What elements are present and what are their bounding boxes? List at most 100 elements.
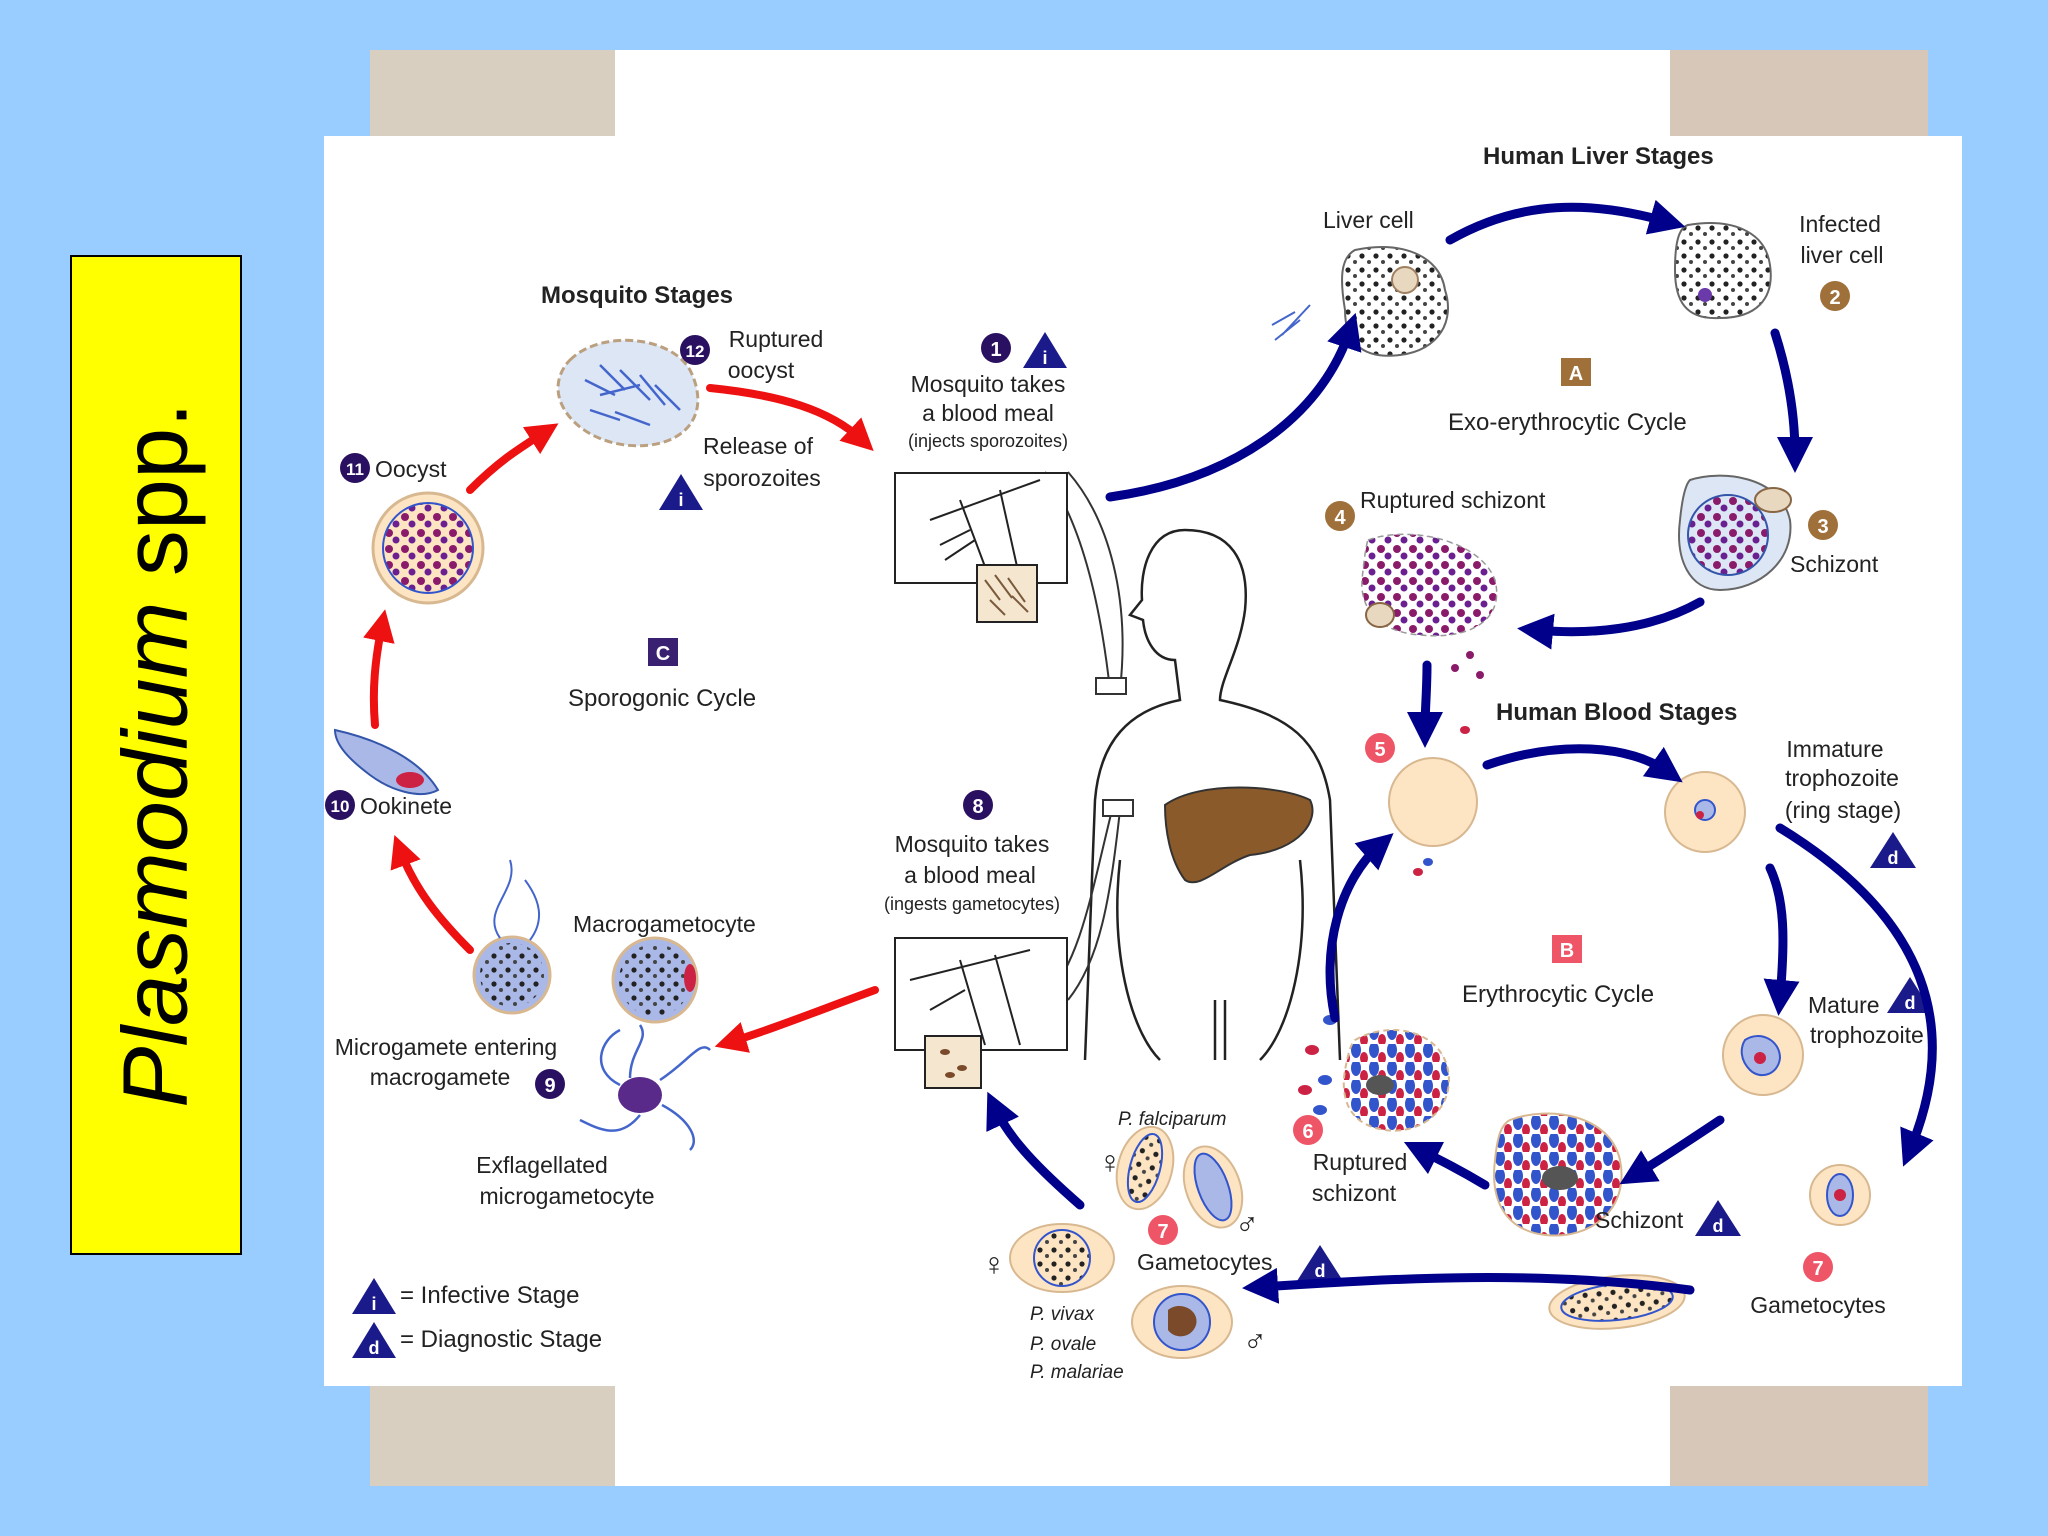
arrow-gametocytes-to-8 bbox=[986, 1091, 1085, 1210]
svg-text:B: B bbox=[1560, 940, 1574, 962]
arrow-rbc-to-immature bbox=[1482, 744, 1683, 783]
svg-text:d: d bbox=[369, 1338, 380, 1358]
arrow-ruptured-to-rbc-b bbox=[1325, 833, 1394, 1023]
svg-text:Schizont: Schizont bbox=[1790, 551, 1879, 577]
svg-text:trophozoite: trophozoite bbox=[1785, 765, 1899, 791]
infective-stage-icon bbox=[352, 1278, 396, 1314]
svg-text:Ookinete: Ookinete bbox=[360, 793, 452, 819]
arrow-liver-to-infected bbox=[1445, 199, 1686, 245]
red-arrows bbox=[363, 384, 879, 1053]
oocyst: 11 Oocyst bbox=[340, 453, 485, 605]
liver-ruptured-schizont: 4 Ruptured schizont bbox=[1325, 487, 1546, 679]
species-ovale: P. ovale bbox=[1030, 1334, 1096, 1355]
svg-text:C: C bbox=[656, 643, 670, 665]
svg-text:12: 12 bbox=[686, 342, 705, 361]
svg-text:trophozoite: trophozoite bbox=[1810, 1022, 1924, 1048]
svg-text:Ruptured: Ruptured bbox=[1313, 1149, 1408, 1175]
svg-text:i: i bbox=[1042, 348, 1047, 368]
svg-text:liver cell: liver cell bbox=[1800, 242, 1883, 268]
svg-text:d: d bbox=[1888, 848, 1899, 868]
svg-text:7: 7 bbox=[1157, 1221, 1168, 1243]
svg-text:a blood meal: a blood meal bbox=[904, 862, 1036, 888]
svg-text:Schizont: Schizont bbox=[1595, 1207, 1684, 1233]
svg-text:9: 9 bbox=[544, 1075, 555, 1097]
arrow-schizont-to-ruptured bbox=[1517, 597, 1705, 650]
svg-text:6: 6 bbox=[1302, 1121, 1313, 1143]
svg-text:Immature: Immature bbox=[1786, 736, 1883, 762]
sporogonic-cycle-label: Sporogonic Cycle bbox=[568, 685, 756, 712]
svg-text:microgametocyte: microgametocyte bbox=[479, 1183, 654, 1209]
male-symbol-vivax: ♂ bbox=[1243, 1323, 1267, 1359]
species-vivax: P. vivax bbox=[1030, 1304, 1096, 1325]
exo-erythrocytic-cycle-label: Exo-erythrocytic Cycle bbox=[1448, 409, 1687, 436]
title-box: Plasmodium spp. bbox=[70, 255, 242, 1255]
svg-text:Gametocytes: Gametocytes bbox=[1137, 1249, 1273, 1275]
legend-diagnostic-stage: = Diagnostic Stage bbox=[400, 1326, 602, 1353]
cycle-b-label: B Erythrocytic Cycle bbox=[1462, 935, 1654, 1008]
microgamete-entering: Microgamete entering macrogamete 9 bbox=[335, 859, 565, 1099]
svg-text:(ring stage): (ring stage) bbox=[1785, 797, 1901, 823]
blue-arrows bbox=[986, 199, 1937, 1304]
macrogametocyte: Macrogametocyte bbox=[573, 911, 756, 1024]
liver-schizont: 3 Schizont bbox=[1678, 474, 1879, 592]
heading-liver-stages: Human Liver Stages bbox=[1483, 143, 1714, 170]
infected-liver-cell: Infected liver cell 2 bbox=[1673, 211, 1884, 320]
svg-text:7: 7 bbox=[1812, 1258, 1823, 1280]
liver-cell: Liver cell bbox=[1271, 207, 1449, 357]
arrow-immature-to-gametocyte bbox=[1775, 823, 1937, 1167]
arrow-infected-to-schizont bbox=[1770, 328, 1813, 473]
erythrocytic-cycle-label: Erythrocytic Cycle bbox=[1462, 981, 1654, 1008]
arrow-ruptured-to-rbc bbox=[1407, 660, 1444, 748]
step-1: 1 i Mosquito takes a blood meal (injects… bbox=[894, 332, 1068, 623]
bite-site-2 bbox=[1102, 799, 1134, 817]
svg-text:i: i bbox=[371, 1294, 376, 1314]
svg-text:d: d bbox=[1905, 993, 1916, 1013]
arrow-oocyst-to-ruptured bbox=[466, 423, 559, 494]
svg-text:3: 3 bbox=[1817, 516, 1828, 538]
svg-text:4: 4 bbox=[1334, 507, 1346, 529]
rbc-step-5: 5 bbox=[1365, 726, 1478, 876]
exflagellated-microgametocyte: Exflagellated microgametocyte bbox=[476, 1024, 711, 1209]
svg-text:macrogamete: macrogamete bbox=[370, 1064, 511, 1090]
legend: i = Infective Stage d = Diagnostic Stage bbox=[352, 1278, 602, 1358]
gametocyte-inset bbox=[924, 1035, 982, 1089]
arrow-8-to-gametes bbox=[714, 986, 879, 1053]
svg-text:Mosquito takes: Mosquito takes bbox=[895, 831, 1050, 857]
svg-text:2: 2 bbox=[1829, 287, 1840, 309]
svg-text:10: 10 bbox=[331, 797, 350, 816]
svg-text:d: d bbox=[1713, 1216, 1724, 1236]
arrow-9-to-ookinete bbox=[390, 835, 474, 954]
svg-text:oocyst: oocyst bbox=[728, 357, 795, 383]
svg-text:(ingests gametocytes): (ingests gametocytes) bbox=[884, 894, 1060, 914]
svg-text:Release of: Release of bbox=[703, 433, 814, 459]
gametocytes-cluster: P. falciparum ♀ ♂ 7 Gametocytes d ♀ ♂ P.… bbox=[982, 1109, 1343, 1383]
bite-site-1 bbox=[1095, 677, 1127, 695]
svg-text:Mosquito takes: Mosquito takes bbox=[911, 371, 1066, 397]
svg-text:Liver cell: Liver cell bbox=[1323, 207, 1414, 233]
cycle-c-label: C Sporogonic Cycle bbox=[568, 638, 756, 712]
ookinete: 10 Ookinete bbox=[325, 728, 452, 820]
svg-text:sporozoites: sporozoites bbox=[703, 465, 821, 491]
svg-text:Gametocytes: Gametocytes bbox=[1750, 1292, 1886, 1318]
diagnostic-stage-icon bbox=[352, 1322, 396, 1358]
blood-schizont: Schizont d bbox=[1493, 1112, 1741, 1237]
cycle-a-label: A Exo-erythrocytic Cycle bbox=[1448, 358, 1687, 436]
svg-text:Ruptured schizont: Ruptured schizont bbox=[1360, 487, 1546, 513]
svg-text:Oocyst: Oocyst bbox=[375, 456, 447, 482]
ruptured-oocyst: 12 Ruptured oocyst Release of i sporozoi… bbox=[556, 326, 824, 510]
arrow-ookinete-to-oocyst bbox=[363, 609, 395, 729]
svg-text:5: 5 bbox=[1374, 739, 1385, 761]
svg-text:Ruptured: Ruptured bbox=[729, 326, 824, 352]
human-silhouette bbox=[1083, 528, 1342, 1061]
legend-infective-stage: = Infective Stage bbox=[400, 1282, 579, 1309]
svg-text:A: A bbox=[1569, 363, 1583, 385]
species-falciparum: P. falciparum bbox=[1118, 1109, 1226, 1130]
svg-text:8: 8 bbox=[972, 796, 983, 818]
svg-text:Infected: Infected bbox=[1799, 211, 1881, 237]
male-symbol-falciparum: ♂ bbox=[1235, 1206, 1259, 1242]
rbc-gametocyte-right: 7 Gametocytes bbox=[1750, 1164, 1886, 1318]
immature-trophozoite: Immature trophozoite (ring stage) d bbox=[1664, 736, 1916, 868]
arrow-elongated-to-gametocytes bbox=[1242, 1267, 1695, 1304]
svg-text:Exflagellated: Exflagellated bbox=[476, 1152, 608, 1178]
